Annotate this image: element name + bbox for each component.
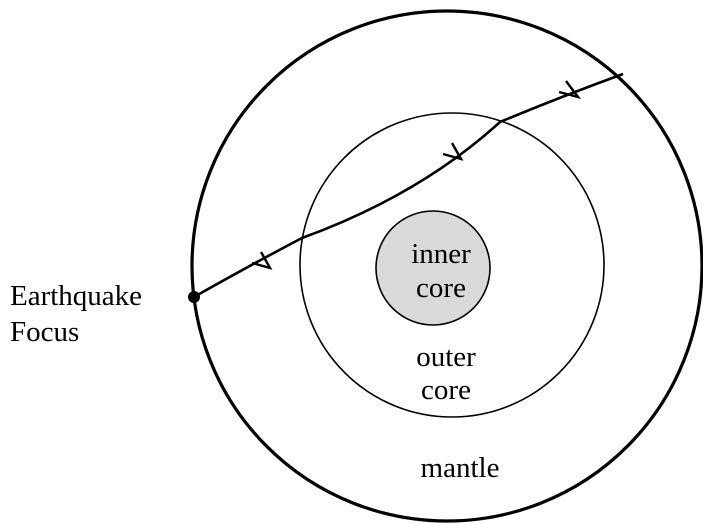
outer-core-label-line1: outer: [416, 341, 476, 373]
focus-label-line2: Focus: [10, 316, 80, 348]
focus-label-line1: Earthquake: [10, 280, 143, 312]
inner-core: [375, 210, 491, 326]
mantle-label: mantle: [420, 452, 500, 484]
ray-arrow-1: [251, 251, 273, 270]
ray-arrow-3: [558, 80, 582, 100]
outer-core-label-line2: core: [421, 374, 471, 406]
seismic-ray-path: [193, 72, 624, 299]
earthquake-focus-dot: [188, 291, 200, 303]
inner-core-label-line2: core: [416, 272, 466, 304]
ray-arrow-2: [442, 142, 464, 161]
inner-core-label-line1: inner: [411, 238, 471, 270]
outer-core-boundary: [299, 112, 605, 418]
mantle-boundary: [190, 9, 703, 523]
